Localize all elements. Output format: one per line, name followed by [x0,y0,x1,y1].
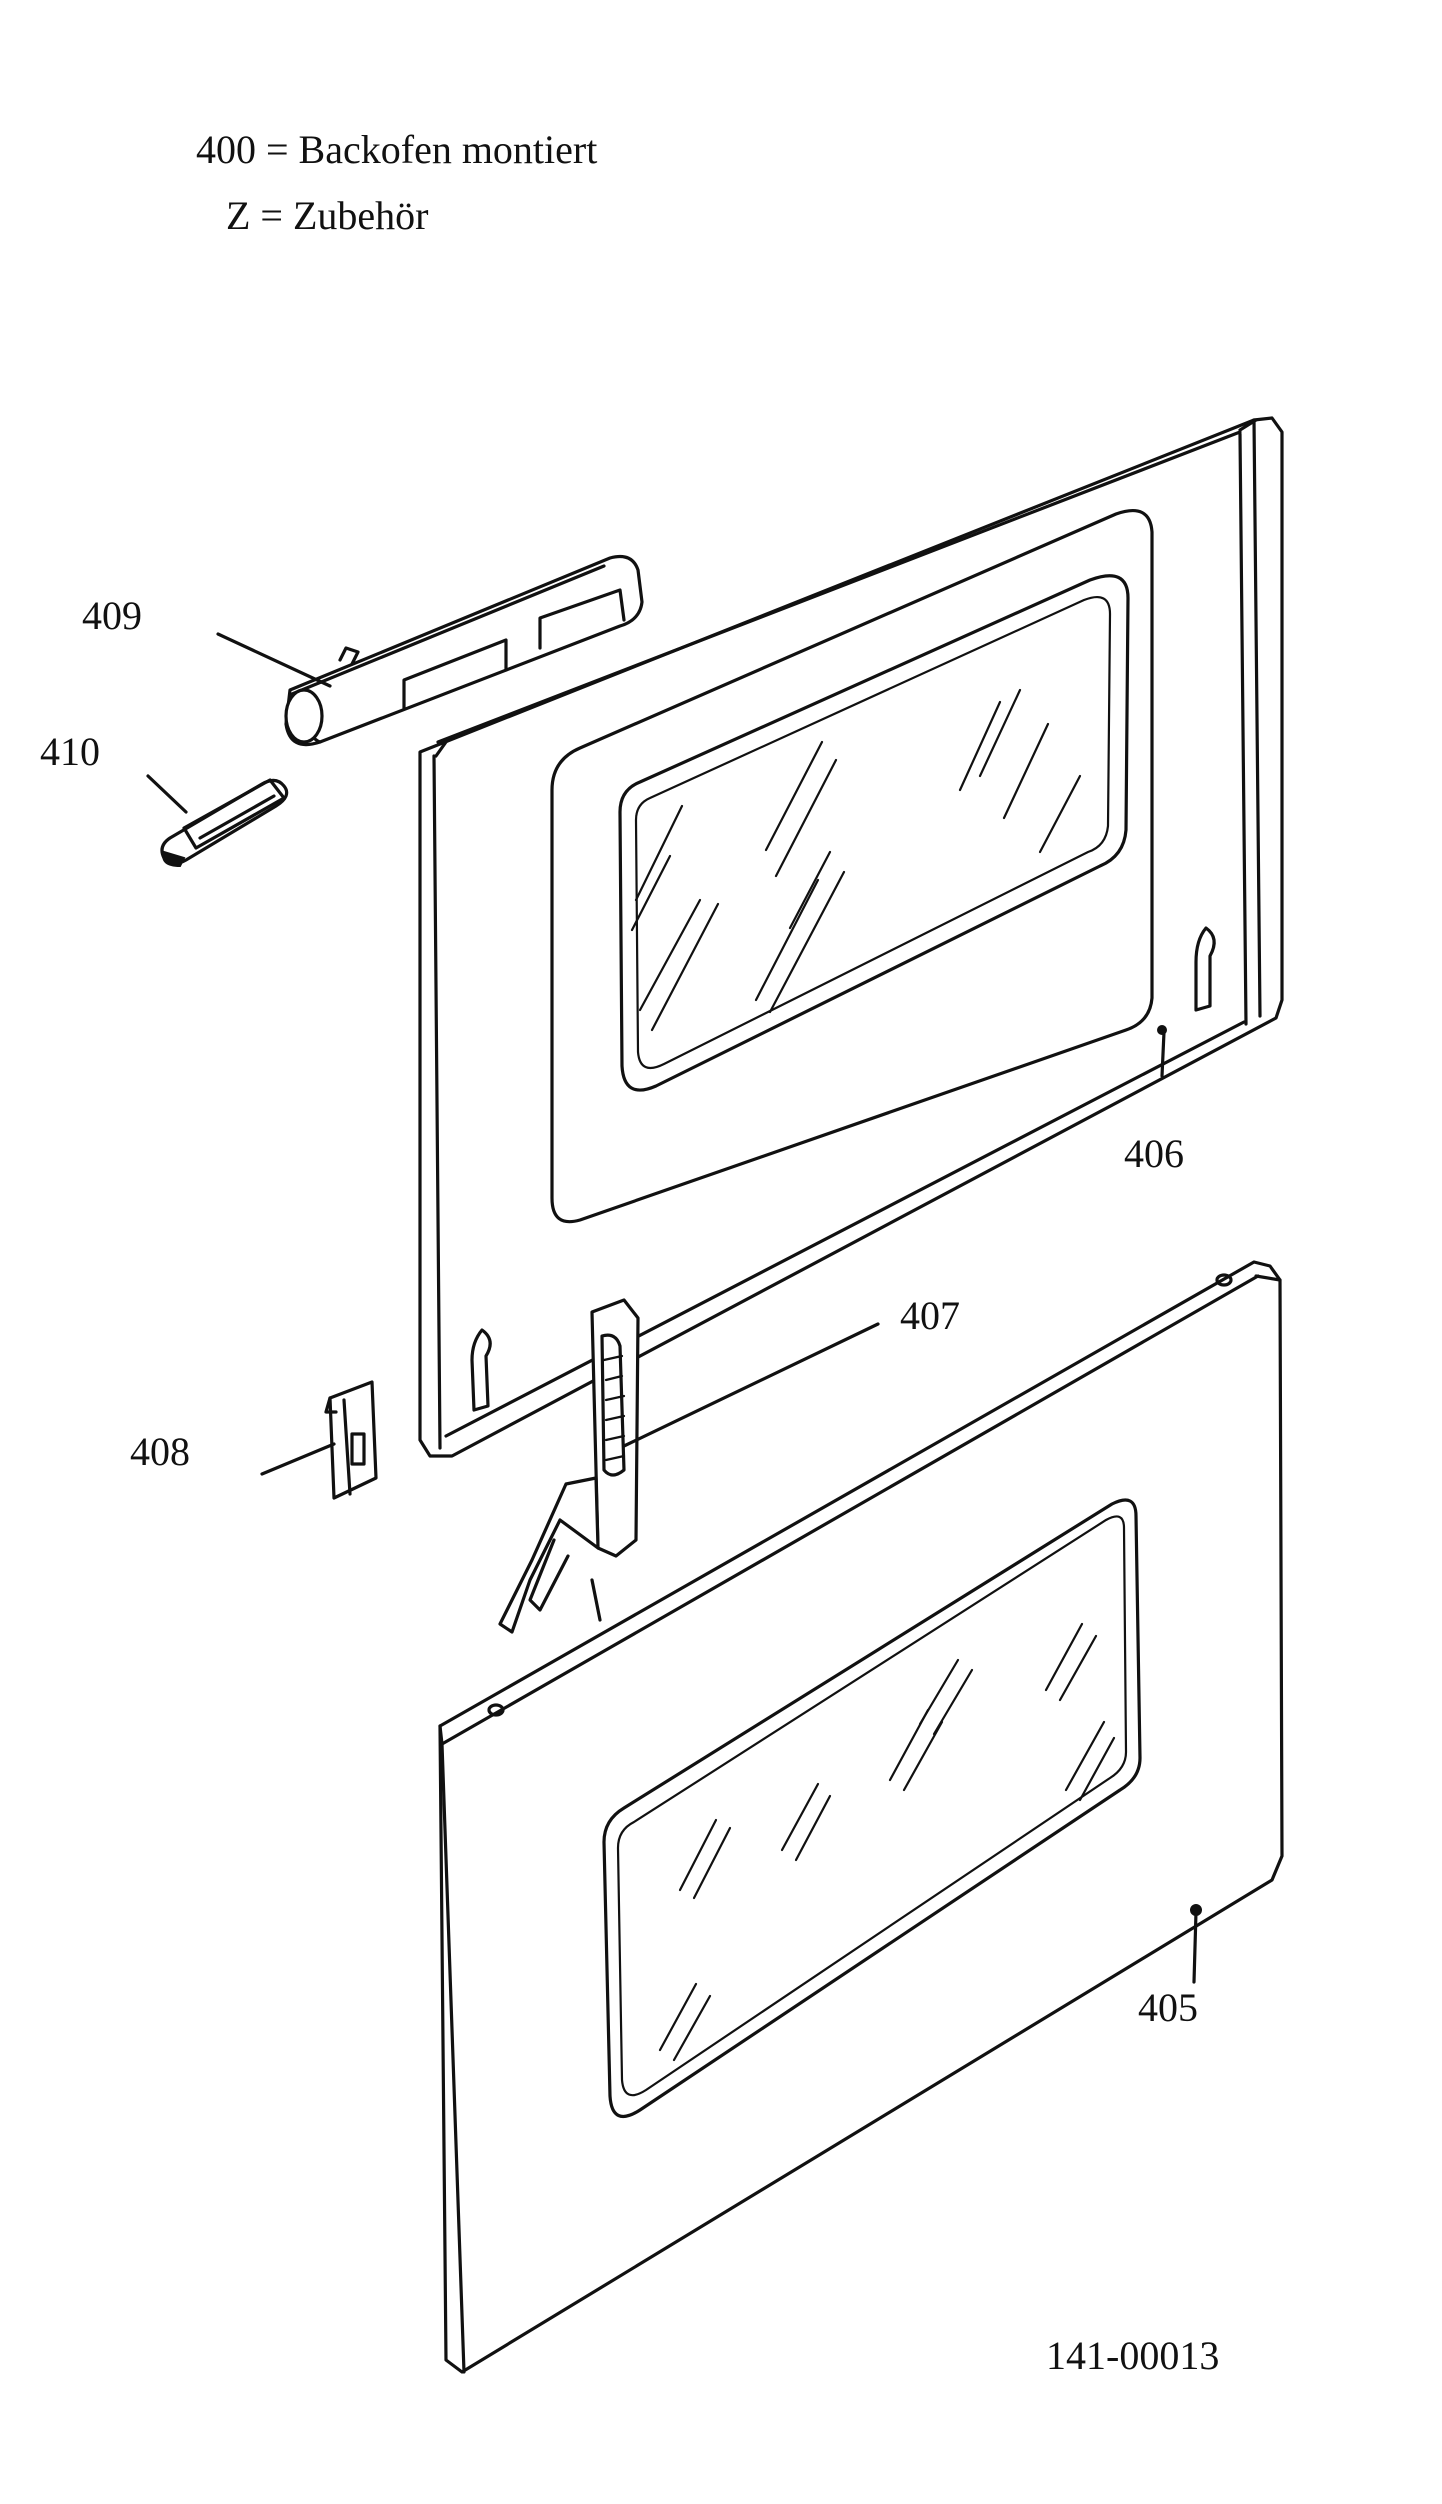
callout-408: 408 [130,1429,190,1474]
legend-line-zubehoer: Z = Zubehör [226,193,429,238]
callout-405: 405 [1138,1985,1198,2030]
callout-406: 406 [1124,1131,1184,1176]
drawing-number: 141-00013 [1046,2333,1220,2378]
door-hinge-407 [498,1298,640,1634]
handle-clip-410 [160,778,289,868]
outer-door-panel-405 [438,1260,1284,2374]
callout-409: 409 [82,593,142,638]
callout-407: 407 [900,1293,960,1338]
door-handle-409 [284,554,644,747]
legend-line-backofen: 400 = Backofen montiert [196,127,598,172]
callout-410: 410 [40,729,100,774]
inner-door-panel-406 [418,416,1284,1458]
hinge-bracket-408 [324,1380,378,1500]
leader-lines [146,632,1198,1984]
